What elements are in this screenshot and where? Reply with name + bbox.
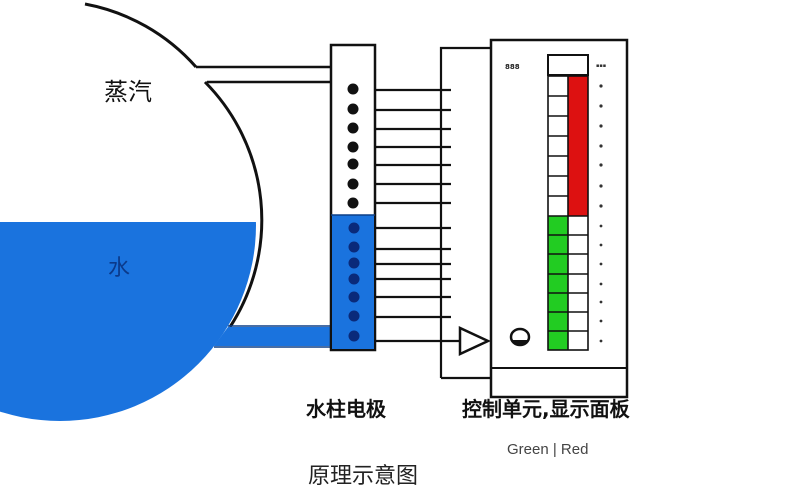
display-header-cell [547, 54, 589, 76]
steam-pipe [196, 65, 331, 84]
electrode [347, 178, 359, 190]
electrode [347, 197, 359, 209]
electrode [348, 291, 360, 303]
electrodes-wet [348, 222, 360, 342]
amplifier-icon [458, 326, 491, 356]
scale-marks: ▪▪▪ [596, 63, 606, 343]
electrode [347, 103, 359, 115]
signal-wires [375, 88, 460, 343]
electrode [347, 141, 359, 153]
steam-label: 蒸汽 [104, 78, 152, 106]
bus-wire [439, 46, 490, 380]
electrode [347, 83, 359, 95]
electrode [347, 122, 359, 134]
electrode [348, 330, 360, 342]
diagram-caption: 原理示意图 [308, 464, 419, 489]
electrode [348, 257, 360, 269]
unit-model-text: 888 [505, 63, 520, 71]
level-display: ▪▪▪ [547, 54, 606, 351]
electrode [348, 241, 360, 253]
control-unit-display-panel-label: 控制单元,显示面板 [462, 397, 630, 421]
legend-label: Green | Red [507, 441, 589, 458]
boiler-drum [0, 2, 264, 421]
drum-wall-middle [203, 80, 264, 328]
electrode [348, 222, 360, 234]
electrode [347, 158, 359, 170]
water-column-electrodes-label: 水柱电极 [306, 397, 386, 421]
water-pipe [214, 325, 331, 348]
electrode [348, 273, 360, 285]
green-indicator-column [548, 216, 568, 350]
drum-wall-upper [84, 2, 198, 68]
electrodes-dry [347, 83, 359, 209]
electrode [348, 310, 360, 322]
power-lamp-icon [509, 327, 531, 347]
water-label: 水 [108, 256, 131, 281]
svg-text:▪▪▪: ▪▪▪ [596, 63, 606, 69]
red-indicator-column [568, 76, 588, 216]
